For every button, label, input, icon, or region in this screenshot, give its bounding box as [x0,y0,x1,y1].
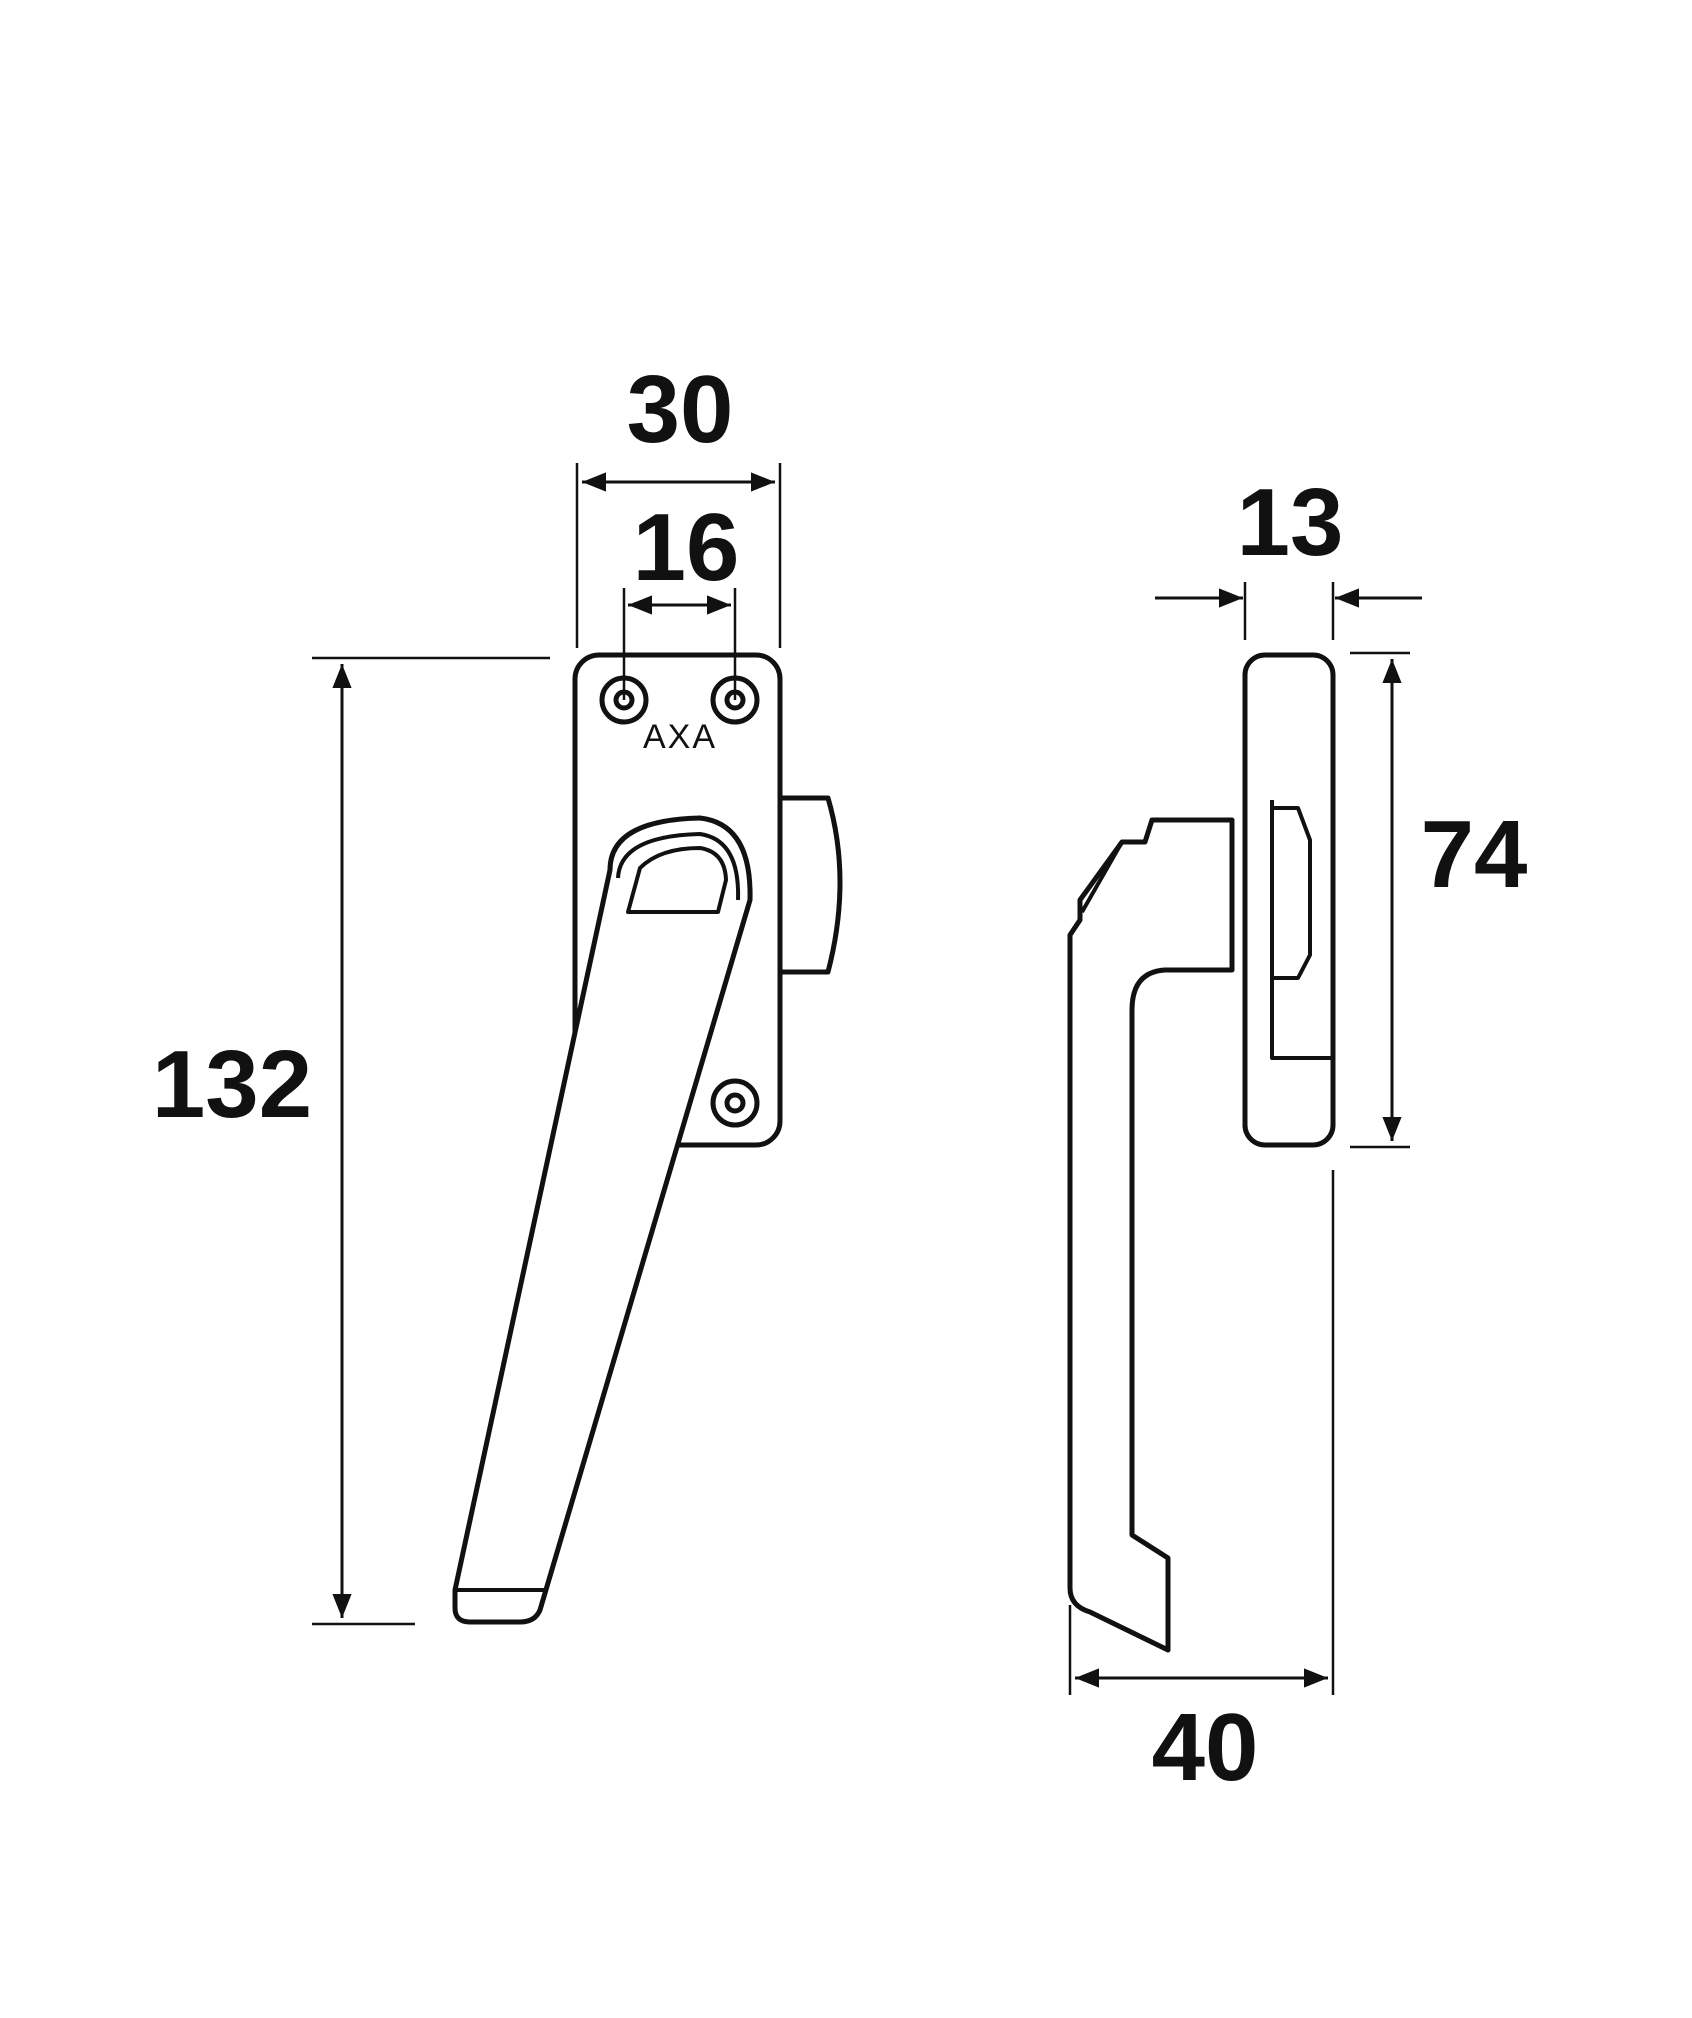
side-plate-cutout [1270,800,1333,1060]
front-view [452,652,843,1625]
dim-label-overall-height: 132 [152,1031,312,1138]
handle-profile [1067,817,1235,1653]
dim-label-plate-depth: 13 [1237,469,1344,576]
side-view [1067,652,1336,1653]
lever-handle [452,815,753,1625]
spindle-boss [778,795,843,975]
side-plate [1242,652,1336,1148]
screw-hole-bottom [710,1078,760,1128]
brand-label: AXA [643,718,717,756]
handle-profile-edge [1080,841,1124,913]
dim-label-hole-spacing: 16 [633,494,740,601]
spindle-slot [1272,806,1312,980]
dim-label-plate-width: 30 [627,356,734,463]
dim-label-projection: 40 [1152,1694,1259,1801]
lever-inner-outline [616,832,741,901]
dim-label-plate-height: 74 [1421,801,1528,908]
dimension-lines [312,463,1422,1695]
grip-recess [626,846,728,914]
